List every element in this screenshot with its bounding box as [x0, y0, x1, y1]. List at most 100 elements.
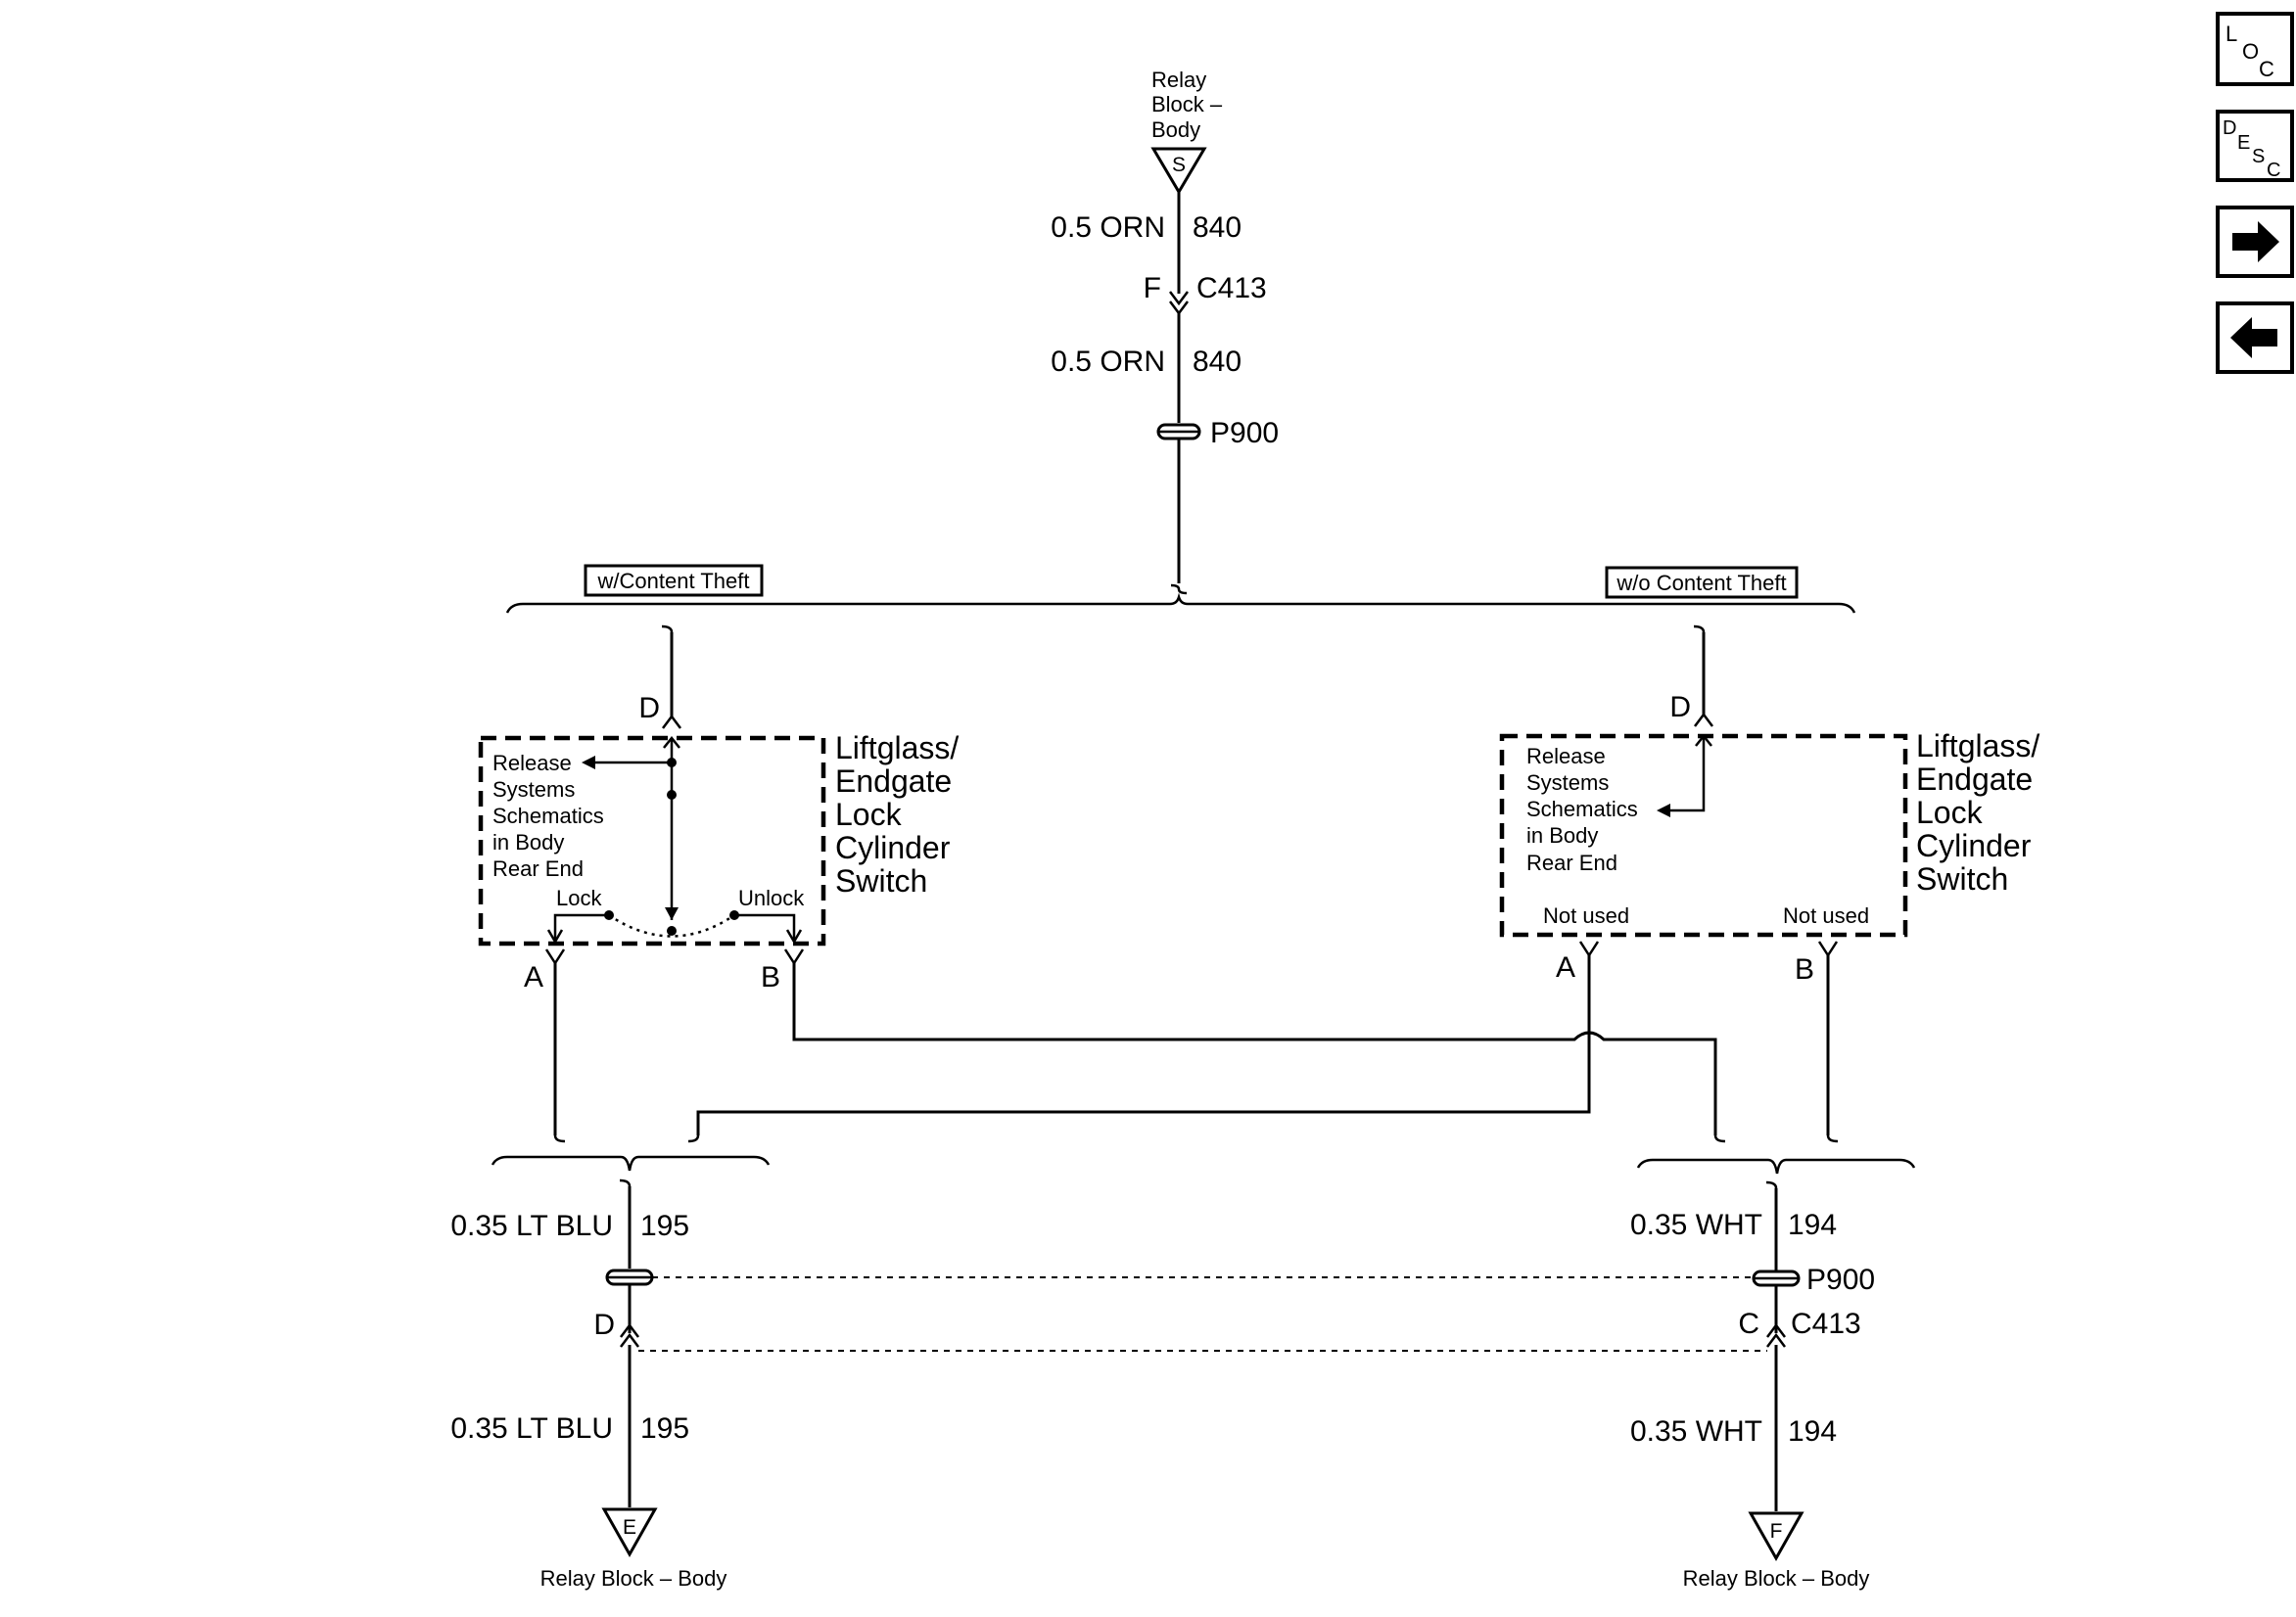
- left-ref-line-5: Rear End: [492, 856, 584, 881]
- left-ref-line-1: Release: [492, 751, 572, 775]
- wire-right-b-break: [1826, 1134, 1839, 1143]
- right-switch-name-line-5: Switch: [1916, 861, 2008, 897]
- loc-letter-1: L: [2226, 22, 2237, 46]
- connector-c413-left-lower: [620, 1332, 639, 1348]
- connector-c413-top-pin: F: [1144, 272, 1161, 304]
- wire-194-lower-gauge: 0.35 WHT: [1630, 1415, 1762, 1448]
- left-branch-break: [661, 624, 674, 633]
- right-ref-line-4: in Body: [1526, 823, 1598, 848]
- left-switch-pin-b-connector: [783, 948, 805, 966]
- right-output-break: [1765, 1180, 1778, 1189]
- right-switch-name-line-4: Cylinder: [1916, 828, 2032, 863]
- top-ground-symbol: S: [1150, 147, 1207, 195]
- arrow-left-icon: [2230, 317, 2277, 358]
- wire-right-a-break: [687, 1134, 700, 1143]
- right-switch-pin-b-connector: [1817, 941, 1839, 958]
- ground-f-letter: F: [1770, 1520, 1783, 1543]
- right-ref-line-3: Schematics: [1526, 797, 1638, 821]
- right-switch-pin-d: D: [1669, 691, 1691, 723]
- left-switch-pin-d: D: [638, 692, 660, 724]
- connector-c413-right-upper: [1766, 1322, 1786, 1338]
- loc-button[interactable]: L O C: [2216, 12, 2294, 86]
- option-right-text: w/o Content Theft: [1616, 571, 1786, 595]
- desc-letter-2: E: [2237, 132, 2250, 154]
- wire-left-b-to-right: [792, 963, 1717, 1135]
- splice-p900-right-name: P900: [1806, 1264, 1875, 1296]
- wire-194-upper-gauge: 0.35 WHT: [1630, 1209, 1762, 1241]
- top-relay-block-label: Relay Block – Body: [1151, 68, 1223, 142]
- top-ground-letter: S: [1172, 154, 1186, 176]
- right-switch-pin-d-connector: [1694, 712, 1713, 727]
- desc-letter-4: C: [2267, 160, 2280, 181]
- right-switch-name: Liftglass/ Endgate Lock Cylinder Switch: [1916, 728, 2039, 897]
- right-join-brace: [1636, 1158, 1916, 1175]
- left-switch-pin-a-connector: [544, 948, 566, 966]
- ground-e: E: [601, 1507, 658, 1558]
- option-label-with-content-theft: w/Content Theft: [584, 564, 764, 597]
- left-switch-lock-label: Lock: [556, 886, 602, 910]
- top-ground-label-line-2: Block –: [1151, 92, 1223, 116]
- right-switch-not-used-a: Not used: [1543, 903, 1629, 928]
- connector-c413-right-lower: [1766, 1332, 1786, 1348]
- left-switch-name-line-3: Lock: [835, 797, 903, 832]
- option-left-text: w/Content Theft: [597, 569, 750, 593]
- wire-194-lower-circuit: 194: [1788, 1415, 1837, 1448]
- wire-right-a-to-left: [696, 955, 1591, 1135]
- left-switch-name-line-1: Liftglass/: [835, 730, 959, 765]
- wire-840-lower-circuit: 840: [1193, 346, 1242, 378]
- wire-195-upper-circuit: 195: [640, 1210, 689, 1242]
- left-switch-internal: Lock Unlock: [546, 735, 805, 945]
- top-ground-label-line-1: Relay: [1151, 68, 1206, 92]
- back-button[interactable]: [2216, 301, 2294, 374]
- splice-p900-top-name: P900: [1210, 417, 1279, 449]
- left-switch-ref-text: Release Systems Schematics in Body Rear …: [492, 751, 604, 881]
- option-label-without-content-theft: w/o Content Theft: [1605, 566, 1799, 599]
- left-switch-unlock-label: Unlock: [738, 886, 805, 910]
- wire-195-lower-circuit: 195: [640, 1412, 689, 1445]
- right-ref-line-1: Release: [1526, 744, 1606, 768]
- wire-840-upper-gauge: 0.5 ORN: [1051, 211, 1165, 244]
- left-switch-name-line-5: Switch: [835, 863, 927, 899]
- left-ref-line-2: Systems: [492, 777, 575, 802]
- left-switch-name: Liftglass/ Endgate Lock Cylinder Switch: [835, 730, 959, 899]
- left-switch-name-line-2: Endgate: [835, 763, 952, 799]
- connector-c413-top: F C413: [1144, 272, 1267, 316]
- left-ref-line-4: in Body: [492, 830, 564, 855]
- right-switch-pin-b: B: [1795, 953, 1814, 986]
- option-branch-brace: [505, 592, 1856, 614]
- right-switch-internal: Not used Not used: [1543, 733, 1869, 928]
- splice-p900-top: P900: [1156, 417, 1279, 449]
- left-join-brace: [491, 1155, 771, 1172]
- right-switch-name-line-3: Lock: [1916, 795, 1984, 830]
- ground-f-label: Relay Block – Body: [1683, 1566, 1870, 1591]
- right-switch-pin-a: A: [1556, 951, 1575, 984]
- right-switch-name-line-2: Endgate: [1916, 762, 2033, 797]
- forward-button[interactable]: [2216, 206, 2294, 278]
- left-switch-name-line-4: Cylinder: [835, 830, 951, 865]
- arrow-right-icon: [2232, 221, 2279, 262]
- connector-c413-top-name: C413: [1196, 272, 1267, 304]
- wire-840-lower-gauge: 0.5 ORN: [1051, 346, 1165, 378]
- right-ref-line-2: Systems: [1526, 770, 1609, 795]
- left-switch-pin-b: B: [761, 961, 780, 993]
- wire-840-upper-circuit: 840: [1193, 211, 1242, 244]
- loc-letter-2: O: [2242, 39, 2259, 64]
- desc-letter-1: D: [2223, 117, 2236, 139]
- wire-195-lower-gauge: 0.35 LT BLU: [450, 1412, 613, 1445]
- splice-p900-right: P900: [1752, 1264, 1875, 1296]
- connector-right-pin: C: [1738, 1308, 1759, 1340]
- loc-letter-3: C: [2259, 57, 2274, 81]
- right-switch-pin-a-connector: [1578, 941, 1600, 958]
- ground-f: F: [1748, 1511, 1804, 1562]
- ground-e-label: Relay Block – Body: [540, 1566, 727, 1591]
- wire-194-upper-circuit: 194: [1788, 1209, 1837, 1241]
- wire-195-upper-gauge: 0.35 LT BLU: [450, 1210, 613, 1242]
- desc-button[interactable]: D E S C: [2216, 110, 2294, 182]
- wire-left-a-break: [553, 1134, 566, 1143]
- desc-letter-3: S: [2252, 146, 2265, 167]
- left-output-break: [619, 1178, 632, 1187]
- splice-p900-left: [605, 1269, 654, 1286]
- left-switch-housing: [478, 735, 826, 947]
- left-switch-pin-d-connector: [662, 714, 681, 729]
